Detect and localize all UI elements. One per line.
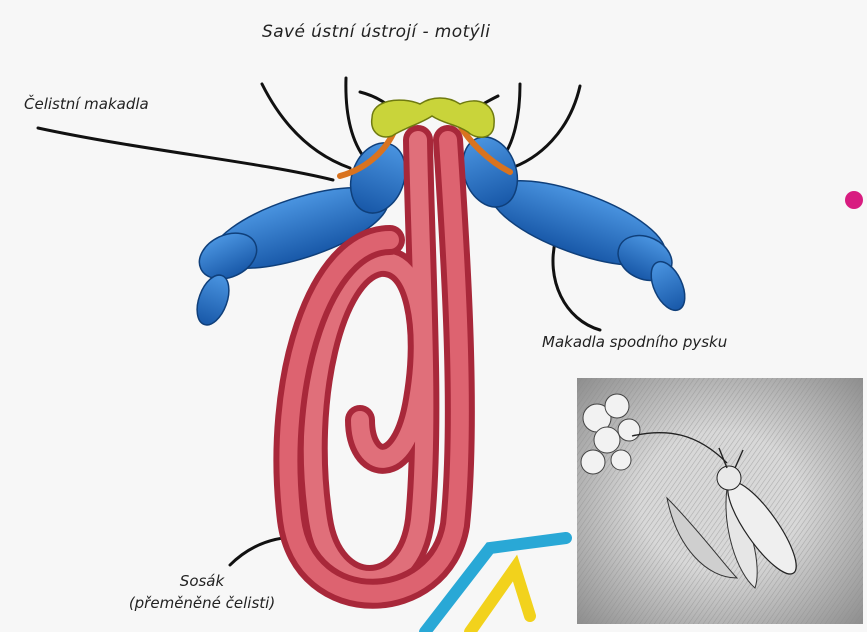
bullet-dot	[845, 191, 863, 209]
label-labial-palps: Makadla spodního pysku	[542, 333, 727, 351]
head-sclerite	[372, 98, 494, 137]
label-proboscis: Sosák (přeměněné čelisti)	[82, 570, 322, 614]
moth-sketch-inset	[577, 378, 863, 624]
leader-maxillary	[38, 128, 333, 180]
label-proboscis-note: (přeměněné čelisti)	[82, 592, 322, 614]
label-proboscis-name: Sosák	[82, 570, 322, 592]
label-maxillary-palps: Čelistní makadla	[24, 95, 149, 113]
